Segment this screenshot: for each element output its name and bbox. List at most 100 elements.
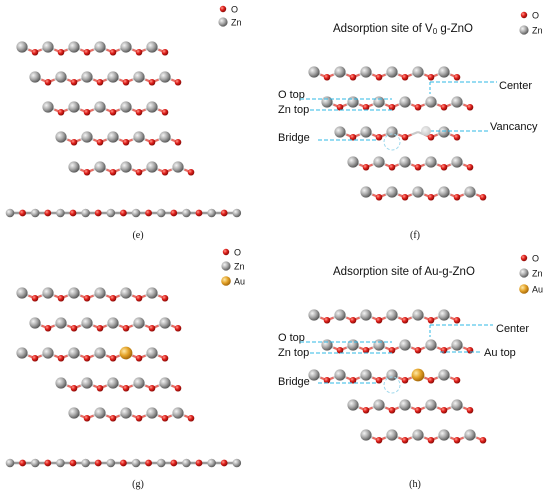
zinc-atom	[232, 208, 242, 218]
panel-g-side-view	[5, 458, 242, 468]
oxygen-atom	[135, 414, 143, 422]
legend-label-o: O	[231, 5, 238, 15]
panel-e-lattice	[16, 41, 195, 176]
zinc-atom	[451, 399, 463, 411]
oxygen-atom	[401, 193, 409, 201]
oxygen-atom	[145, 459, 153, 467]
oxygen-atom	[161, 108, 169, 116]
zinc-atom	[131, 208, 141, 218]
zinc-atom	[107, 71, 119, 83]
oxygen-atom	[414, 346, 422, 354]
zinc-atom	[107, 377, 119, 389]
zinc-atom	[5, 458, 15, 468]
oxygen-atom	[440, 163, 448, 171]
zinc-atom	[207, 458, 216, 468]
zinc-atom	[321, 339, 333, 351]
zinc-atom	[94, 347, 106, 359]
oxygen-atom	[31, 294, 39, 302]
oxygen-legend-icon	[520, 254, 528, 262]
oxygen-atom	[70, 138, 78, 146]
bridge-site-circle	[383, 376, 401, 394]
zinc-atom	[146, 161, 158, 173]
zinc-atom	[107, 131, 119, 143]
oxygen-atom	[57, 354, 65, 362]
zinc-atom	[172, 407, 184, 419]
oxygen-legend-icon	[520, 11, 528, 19]
oxygen-atom	[120, 209, 127, 217]
zinc-atom	[360, 126, 372, 138]
oxygen-atom	[375, 316, 383, 324]
oxygen-atom	[414, 103, 422, 111]
zinc-atom	[133, 131, 145, 143]
oxygen-atom	[122, 324, 130, 332]
oxygen-atom	[195, 459, 203, 467]
zinc-atom	[55, 377, 67, 389]
oxygen-atom	[161, 294, 169, 302]
bridge-label: Bridge	[278, 376, 310, 388]
oxygen-atom	[453, 133, 461, 141]
panel-g-lattice	[16, 287, 195, 422]
oxygen-atom	[174, 384, 182, 392]
legend-label-zn: Zn	[532, 26, 543, 36]
oxygen-atom	[122, 138, 130, 146]
zinc-atom	[334, 66, 346, 78]
legend-label-zn: Zn	[532, 269, 543, 279]
oxygen-atom	[161, 48, 169, 56]
zinc-atom	[334, 369, 346, 381]
oxygen-atom	[44, 324, 52, 332]
zinc-atom	[146, 101, 158, 113]
oxygen-atom	[187, 168, 195, 176]
zinc-atom	[347, 96, 359, 108]
zinc-atom	[399, 339, 411, 351]
oxygen-atom	[83, 168, 91, 176]
zinc-atom	[42, 347, 54, 359]
oxygen-atom	[323, 316, 331, 324]
o-top-label: O top	[278, 89, 305, 101]
oxygen-atom	[148, 324, 156, 332]
zinc-atom	[386, 369, 398, 381]
zinc-atom	[68, 41, 80, 53]
oxygen-atom	[174, 138, 182, 146]
zinc-atom	[120, 101, 132, 113]
panel-h-caption: (h)	[409, 479, 421, 490]
legend-label-au: Au	[532, 285, 543, 295]
panel-h-legend: O Zn Au	[519, 254, 543, 295]
zinc-atom	[42, 101, 54, 113]
zn-top-label: Zn top	[278, 104, 309, 116]
oxygen-atom	[44, 78, 52, 86]
oxygen-atom	[375, 376, 383, 384]
atom-group	[308, 66, 487, 201]
oxygen-atom	[427, 73, 435, 81]
zinc-atom	[81, 131, 93, 143]
zinc-atom	[386, 309, 398, 321]
zinc-atom	[438, 309, 450, 321]
zinc-atom	[68, 347, 80, 359]
oxygen-atom	[161, 354, 169, 362]
oxygen-atom	[362, 103, 370, 111]
zinc-atom	[81, 377, 93, 389]
zinc-atom	[308, 66, 320, 78]
zinc-atom	[360, 66, 372, 78]
zinc-atom	[425, 96, 437, 108]
zinc-atom	[172, 161, 184, 173]
oxygen-atom	[120, 459, 127, 467]
oxygen-atom	[57, 108, 65, 116]
panel-e: O Zn (e)	[5, 5, 242, 241]
oxygen-atom	[109, 354, 117, 362]
oxygen-atom	[135, 168, 143, 176]
oxygen-atom	[440, 103, 448, 111]
oxygen-atom	[362, 346, 370, 354]
zinc-atom	[29, 71, 41, 83]
zinc-atom	[120, 407, 132, 419]
center-label: Center	[496, 323, 529, 335]
oxygen-atom	[349, 73, 357, 81]
zinc-atom	[81, 317, 93, 329]
zinc-atom	[159, 131, 171, 143]
zinc-atom	[81, 458, 90, 468]
legend-label-o: O	[234, 248, 241, 258]
panel-h-title: Adsorption site of Au-g-ZnO	[333, 266, 475, 278]
oxygen-atom	[349, 133, 357, 141]
zinc-atom	[156, 458, 166, 468]
zinc-atom	[30, 208, 40, 218]
zinc-atom	[334, 309, 346, 321]
